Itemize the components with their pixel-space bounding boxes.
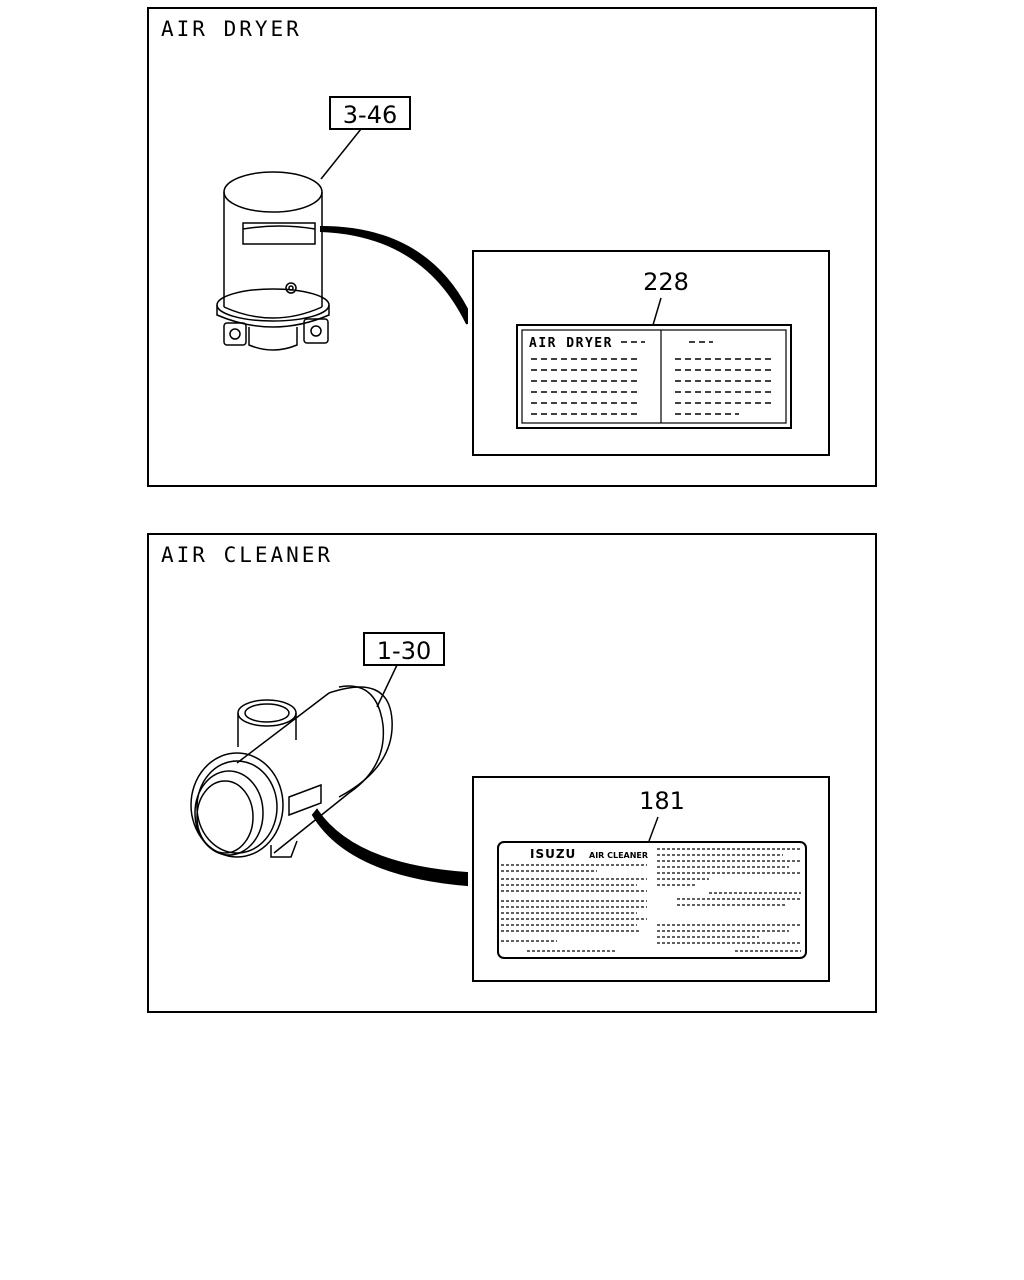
label-leader-line bbox=[652, 297, 662, 326]
air-cleaner-panel: AIR CLEANER 1-30 bbox=[147, 533, 877, 1013]
decal-heading: AIR CLEANER bbox=[589, 851, 648, 860]
air-dryer-diagram: 3-46 228 bbox=[216, 96, 830, 456]
part-ref-box bbox=[329, 96, 411, 130]
label-number-text: 181 bbox=[639, 787, 685, 815]
label-leader-line bbox=[648, 816, 659, 842]
leader-line bbox=[320, 128, 362, 180]
air-dryer-decal: AIR DRYER bbox=[516, 324, 792, 429]
air-cleaner-decal: ISUZU AIR CLEANER bbox=[497, 841, 807, 959]
air-cleaner-drawing bbox=[190, 685, 393, 858]
air-cleaner-title: AIR CLEANER bbox=[161, 543, 334, 567]
air-dryer-panel: AIR DRYER 3-46 bbox=[147, 7, 877, 487]
part-ref-text: 1-30 bbox=[377, 637, 431, 665]
connector-curve bbox=[311, 808, 468, 887]
air-cleaner-diagram: 1-30 181 bbox=[190, 632, 830, 982]
leader-line bbox=[376, 664, 398, 708]
air-dryer-title: AIR DRYER bbox=[161, 17, 302, 41]
connector-curve bbox=[320, 225, 468, 325]
part-ref-text: 3-46 bbox=[343, 101, 397, 129]
label-number-text: 228 bbox=[643, 268, 689, 296]
decal-heading: AIR DRYER bbox=[529, 336, 613, 351]
part-ref-box bbox=[363, 632, 445, 666]
air-dryer-drawing bbox=[216, 171, 330, 351]
decal-brand: ISUZU bbox=[530, 847, 576, 861]
